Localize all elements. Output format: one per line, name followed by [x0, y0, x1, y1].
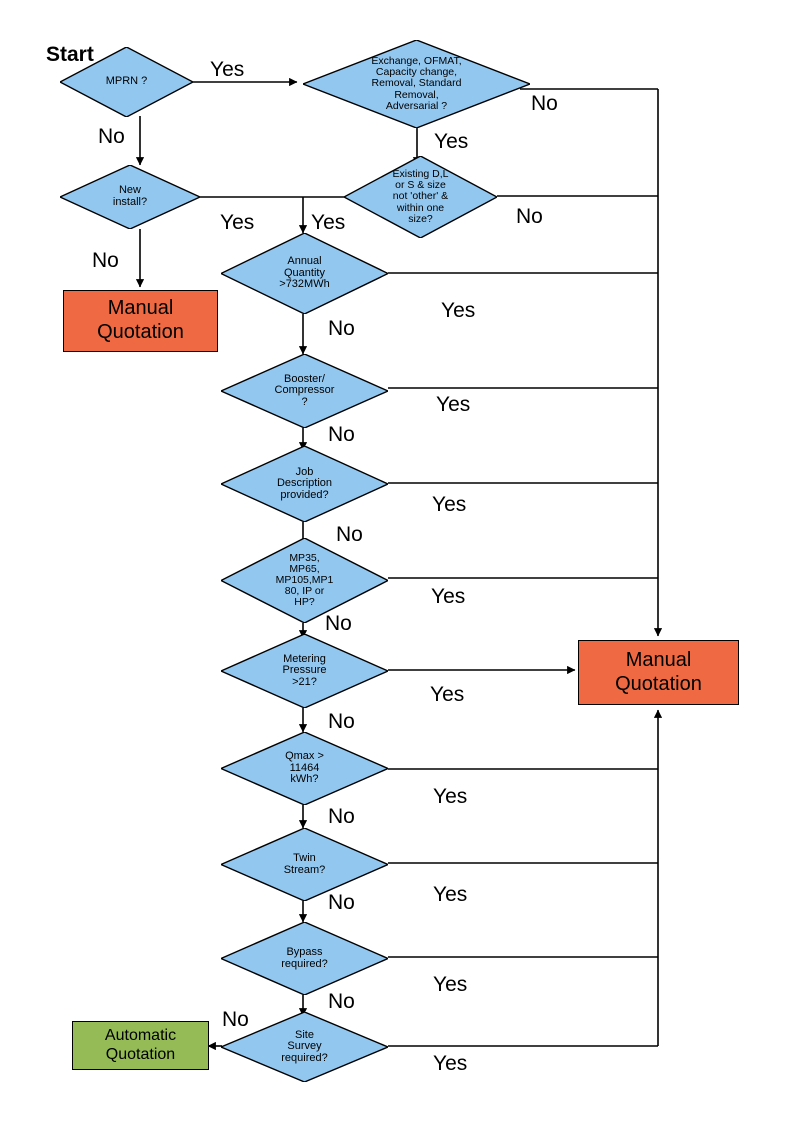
edge-label-existing-yes: Yes: [311, 211, 346, 234]
diamond-shape-icon: [221, 446, 388, 522]
decision-exchange[interactable]: Exchange, OFMAT,Capacity change,Removal,…: [303, 40, 530, 128]
diamond-shape-icon: [221, 233, 388, 314]
edge-label-qmax-no: No: [328, 805, 355, 828]
edge-label-twin-yes: Yes: [433, 883, 468, 906]
edge-label-metering-yes: Yes: [430, 683, 465, 706]
edge-label-exchange-yes: Yes: [434, 130, 469, 153]
edge-label-metering-no: No: [328, 710, 355, 733]
edge-label-bypass-yes: Yes: [433, 973, 468, 996]
diamond-shape-icon: [221, 828, 388, 901]
diamond-shape-icon: [221, 354, 388, 428]
diamond-shape-icon: [221, 538, 388, 623]
diamond-shape-icon: [221, 634, 388, 708]
diamond-shape-icon: [60, 165, 200, 229]
edge-label-annual-yes: Yes: [441, 299, 476, 322]
decision-booster-compressor[interactable]: Booster/Compressor?: [221, 354, 388, 428]
edge-label-mprn-no: No: [98, 125, 125, 148]
decision-exchange-label: Exchange, OFMAT,Capacity change,Removal,…: [371, 55, 462, 112]
edge-label-existing-no: No: [516, 205, 543, 228]
decision-booster-compressor-label: Booster/Compressor?: [274, 372, 335, 408]
edge-label-jobdesc-yes: Yes: [432, 493, 467, 516]
edge-label-sitesurvey-no: No: [222, 1008, 249, 1031]
diamond-shape-icon: [221, 732, 388, 805]
diamond-shape-icon: [303, 40, 530, 128]
start-label: Start: [46, 43, 94, 66]
edge-label-mpclass-no: No: [325, 612, 352, 635]
edge-label-booster-yes: Yes: [436, 393, 471, 416]
edge-label-exchange-no: No: [531, 92, 558, 115]
edge-label-mprn-yes: Yes: [210, 58, 245, 81]
edge-label-twin-no: No: [328, 891, 355, 914]
edge-label-annual-no: No: [328, 317, 355, 340]
diamond-shape-icon: [221, 1012, 388, 1082]
edge-label-newinstall-no: No: [92, 249, 119, 272]
decision-mprn[interactable]: MPRN ?: [60, 47, 193, 117]
edge-label-jobdesc-no: No: [336, 523, 363, 546]
diamond-shape-icon: [221, 922, 388, 995]
edge-label-mpclass-yes: Yes: [431, 585, 466, 608]
diamond-shape-icon: [60, 47, 193, 117]
edge-label-bypass-no: No: [328, 990, 355, 1013]
diamond-shape-icon: [344, 156, 497, 238]
edge-label-booster-no: No: [328, 423, 355, 446]
decision-mprn-label: MPRN ?: [105, 75, 148, 88]
edge-label-sitesurvey-yes: Yes: [433, 1052, 468, 1075]
edge-label-qmax-yes: Yes: [433, 785, 468, 808]
edge-label-newinstall-yes: Yes: [220, 211, 255, 234]
